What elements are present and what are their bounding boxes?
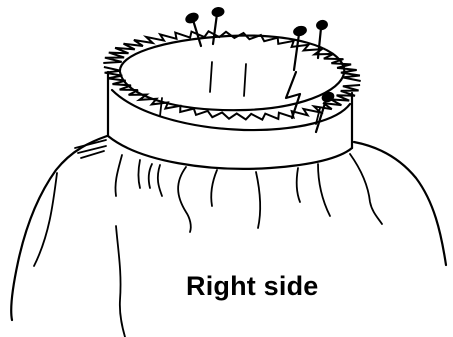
fabric-fold-j (349, 153, 383, 225)
fabric-fold-a (114, 154, 123, 197)
band-lower-rim (110, 88, 352, 132)
fabric-fold-left (33, 172, 58, 267)
fabric-fold-d (157, 164, 163, 197)
zigzag-bottom (103, 66, 361, 121)
fabric-fold-i (317, 163, 331, 217)
band-bottom-edge (106, 134, 354, 170)
fabric-fold-lower-left (115, 225, 126, 337)
fabric-left-outline (10, 134, 109, 322)
band-notch (284, 70, 302, 120)
pin-5 (314, 91, 335, 134)
fabric-fold-b (137, 159, 141, 189)
fabric-right-outline (352, 140, 448, 267)
fabric-fold-f (210, 169, 218, 207)
zigzag-edge (103, 30, 361, 121)
zigzag-top (103, 30, 361, 82)
fabric-band (106, 34, 354, 170)
caption-label: Right side (186, 271, 319, 301)
pin-1 (185, 12, 203, 48)
fabric-fold-g (255, 171, 262, 229)
band-fold-lines (159, 61, 321, 125)
pin-3 (292, 25, 307, 72)
fabric-fold-c (147, 163, 153, 189)
fabric-fold-e (177, 166, 192, 233)
fabric-fold-h (295, 167, 301, 203)
gathered-fabric (10, 134, 448, 337)
fabric-gather-lines (74, 139, 107, 159)
pin-4 (316, 19, 328, 60)
pin-2 (211, 6, 225, 46)
pins (185, 6, 335, 134)
